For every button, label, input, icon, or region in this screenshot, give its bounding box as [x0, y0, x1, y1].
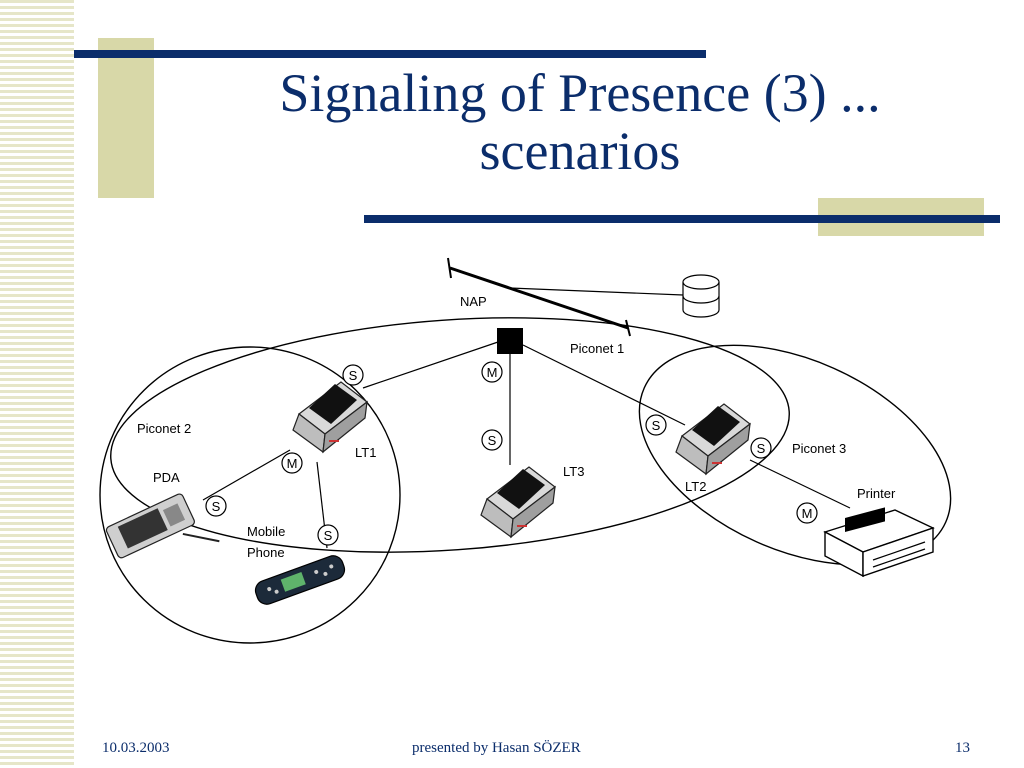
link-lt2-printer — [749, 459, 851, 509]
mobile-phone-label-line1: Mobile — [247, 524, 285, 539]
piconet-1-label: Piconet 1 — [570, 341, 624, 356]
svg-text:S: S — [324, 528, 333, 543]
pda-label: PDA — [153, 470, 180, 485]
piconet-2-label: Piconet 2 — [137, 421, 191, 436]
nap-access-point — [497, 328, 523, 354]
laptop-lt2-icon — [675, 403, 751, 475]
svg-text:M: M — [487, 365, 498, 380]
lt1-label: LT1 — [355, 445, 376, 460]
database-icon — [682, 274, 720, 318]
svg-text:M: M — [287, 456, 298, 471]
svg-text:S: S — [212, 499, 221, 514]
role-s-pda: S — [205, 495, 227, 517]
link-nap-lt1 — [362, 341, 499, 389]
mobile-phone-icon — [254, 555, 346, 605]
laptop-lt1-icon — [292, 381, 368, 453]
footer-date: 10.03.2003 — [102, 740, 170, 756]
footer-presenter: presented by Hasan SÖZER — [412, 740, 581, 756]
role-s-lt3: S — [481, 429, 503, 451]
piconet-1-ellipse — [110, 317, 790, 553]
lt3-label: LT3 — [563, 464, 584, 479]
slide-title-line2: scenarios — [479, 121, 681, 181]
nap-backbone-line — [449, 266, 629, 330]
role-m-nap: M — [481, 361, 503, 383]
network-diagram: NAP Piconet 1 Piconet 2 Piconet 3 LT1 LT… — [99, 257, 952, 644]
piconet-2-ellipse — [99, 346, 401, 644]
db-link-line — [509, 287, 684, 296]
role-s-lt2-right: S — [750, 437, 772, 459]
svg-text:S: S — [652, 418, 661, 433]
slide-title-line1: Signaling of Presence (3) ... — [279, 63, 881, 123]
backbone-end-left — [447, 257, 452, 279]
link-nap-lt2 — [522, 344, 686, 426]
role-s-lt1-top: S — [342, 364, 364, 386]
footer-page-number: 13 — [955, 740, 970, 756]
printer-icon — [823, 507, 935, 578]
role-s-lt2-left: S — [645, 414, 667, 436]
svg-text:S: S — [349, 368, 358, 383]
nap-label: NAP — [460, 294, 487, 309]
slide-title: Signaling of Presence (3) ... scenarios — [160, 64, 1000, 180]
piconet-3-ellipse — [638, 344, 952, 566]
svg-text:M: M — [802, 506, 813, 521]
left-stripe-decoration — [0, 0, 74, 768]
role-s-phone: S — [317, 524, 339, 546]
svg-text:S: S — [488, 433, 497, 448]
top-accent-bar — [74, 50, 706, 58]
pda-icon — [105, 493, 220, 559]
laptop-lt3-icon — [480, 466, 556, 538]
top-left-accent-block — [98, 38, 154, 198]
bottom-accent-bar — [364, 215, 1000, 223]
role-m-lt2: M — [796, 502, 818, 524]
lt2-label: LT2 — [685, 479, 706, 494]
svg-text:S: S — [757, 441, 766, 456]
link-lt1-pda — [202, 449, 291, 501]
piconet-3-label: Piconet 3 — [792, 441, 846, 456]
mobile-phone-label-line2: Phone — [247, 545, 285, 560]
printer-label: Printer — [857, 486, 896, 501]
role-m-lt1: M — [281, 452, 303, 474]
backbone-end-right — [625, 319, 631, 337]
